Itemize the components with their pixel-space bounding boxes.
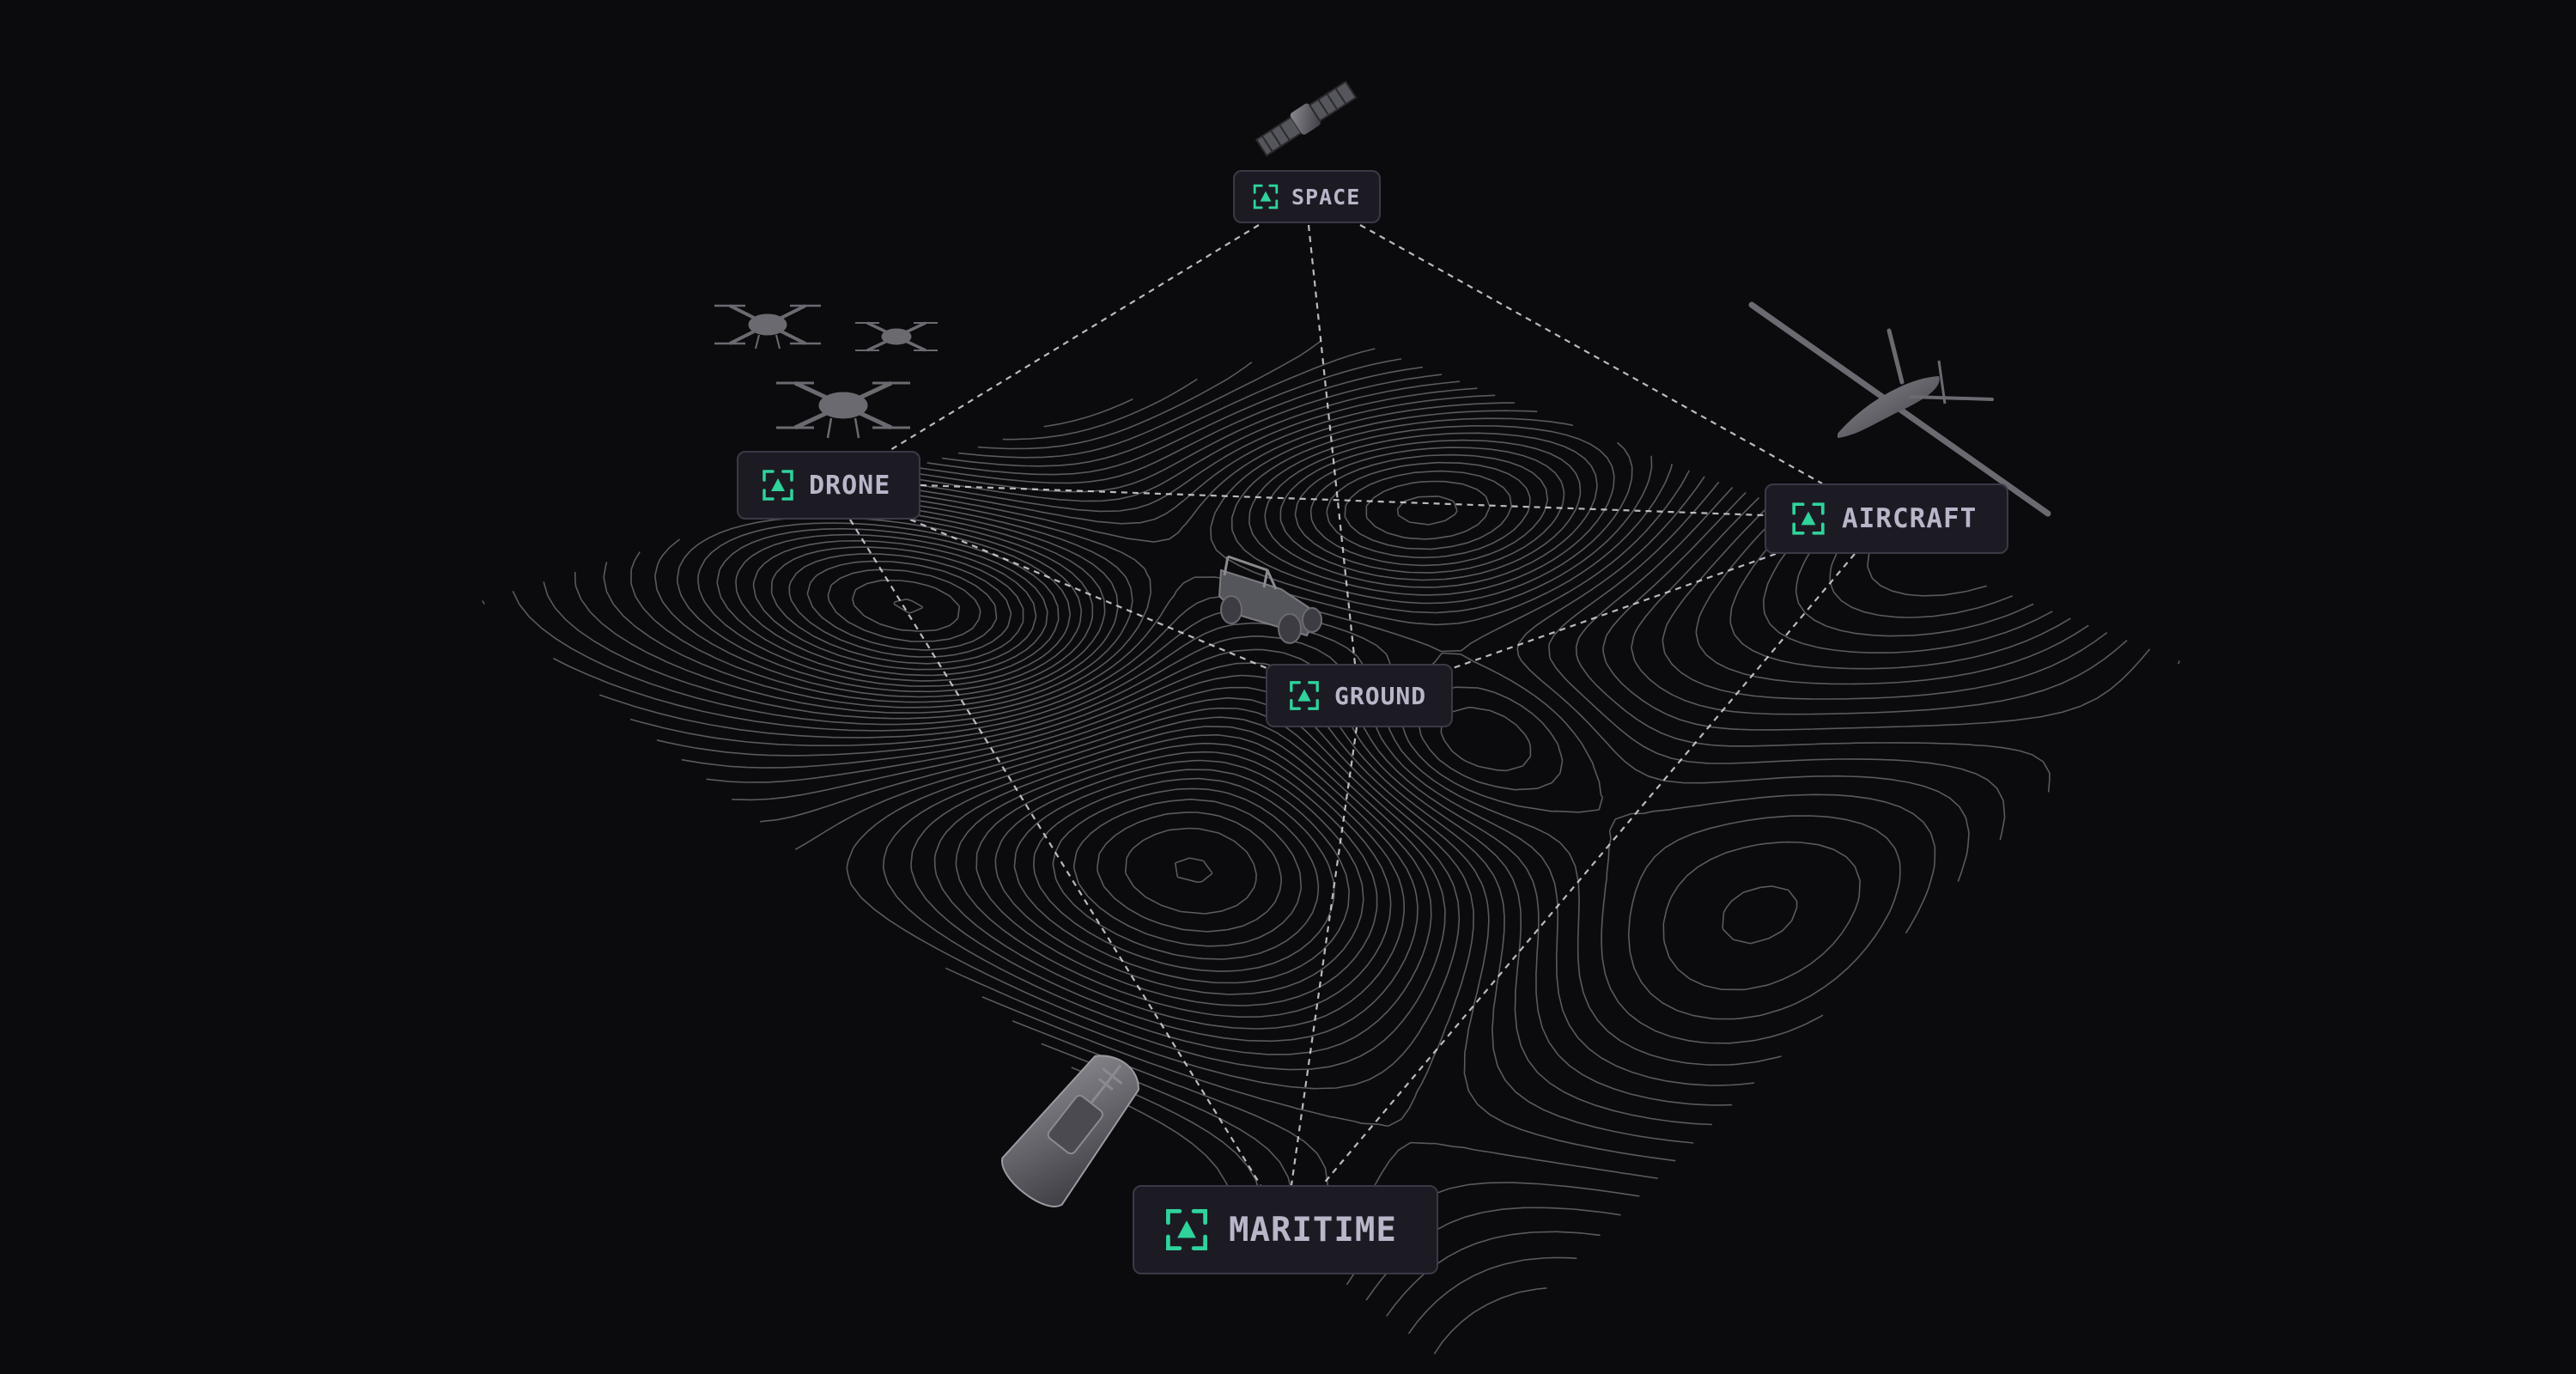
node-maritime[interactable]: MARITIME bbox=[1133, 1185, 1438, 1274]
link-space-drone bbox=[885, 224, 1260, 453]
link-drone-maritime bbox=[849, 519, 1261, 1186]
node-aircraft[interactable]: AIRCRAFT bbox=[1765, 483, 2008, 554]
link-aircraft-maritime bbox=[1321, 553, 1856, 1186]
link-drone-aircraft bbox=[920, 483, 1765, 517]
link-aircraft-ground bbox=[1452, 552, 1777, 670]
node-label: SPACE bbox=[1291, 184, 1361, 210]
target-triangle-icon bbox=[1252, 183, 1279, 210]
link-space-ground bbox=[1307, 224, 1357, 665]
node-label: AIRCRAFT bbox=[1842, 503, 1978, 534]
boat-icon bbox=[1001, 1055, 1139, 1207]
quadcopter-icon bbox=[714, 304, 938, 439]
target-triangle-icon bbox=[1790, 501, 1826, 537]
link-space-aircraft bbox=[1359, 224, 1823, 484]
node-ground[interactable]: GROUND bbox=[1266, 664, 1453, 727]
link-drone-ground bbox=[909, 518, 1272, 672]
satellite-icon bbox=[1255, 80, 1358, 157]
ground-vehicle-icon bbox=[1218, 555, 1322, 644]
node-label: GROUND bbox=[1334, 681, 1427, 710]
node-label: DRONE bbox=[809, 470, 891, 501]
uav-aircraft-icon bbox=[1748, 301, 2051, 517]
target-triangle-icon bbox=[1288, 679, 1321, 712]
node-label: MARITIME bbox=[1229, 1210, 1397, 1249]
node-drone[interactable]: DRONE bbox=[737, 451, 920, 520]
link-ground-maritime bbox=[1290, 727, 1358, 1186]
connection-lines bbox=[849, 224, 1856, 1186]
node-space[interactable]: SPACE bbox=[1233, 170, 1381, 223]
target-triangle-icon bbox=[761, 468, 795, 502]
target-triangle-icon bbox=[1163, 1207, 1210, 1253]
